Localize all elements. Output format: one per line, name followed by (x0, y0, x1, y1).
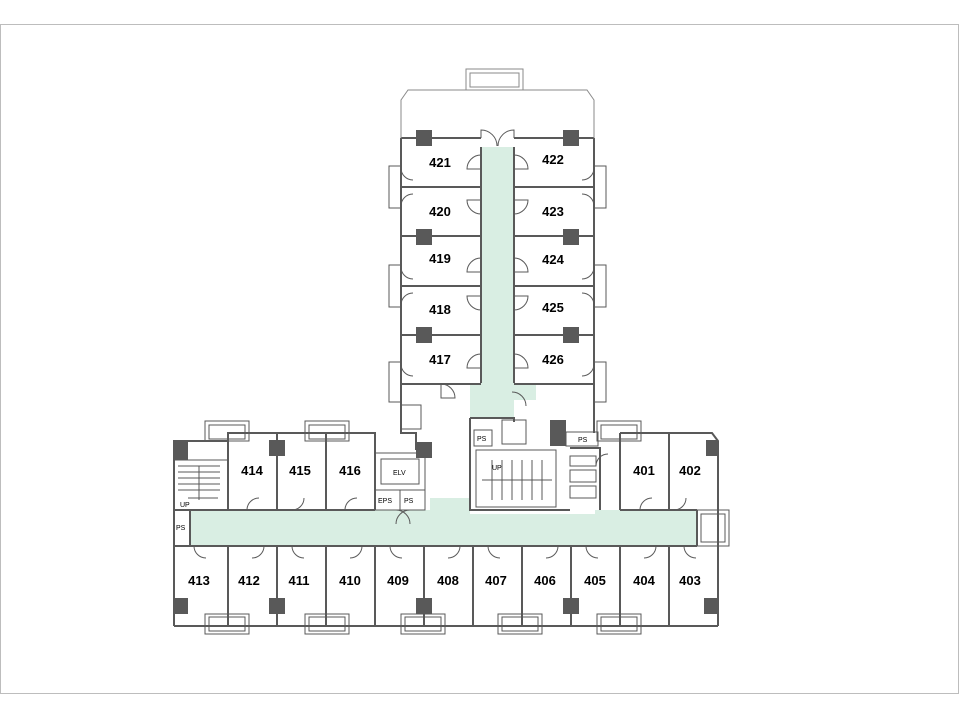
room-422: 422 (542, 152, 564, 167)
room-418: 418 (429, 302, 451, 317)
ps-label-core-west: PS (404, 498, 414, 505)
ps-label-core-north: PS (477, 436, 487, 443)
room-424: 424 (542, 252, 564, 267)
north-doors (440, 129, 529, 407)
room-425: 425 (542, 300, 564, 315)
ps-label-west: PS (176, 525, 186, 532)
room-403: 403 (679, 573, 701, 588)
room-406: 406 (534, 573, 556, 588)
north-balconies (388, 165, 607, 403)
room-419: 419 (429, 251, 451, 266)
room-408: 408 (437, 573, 459, 588)
room-420: 420 (429, 204, 451, 219)
room-402: 402 (679, 463, 701, 478)
ps-label-core-east: PS (578, 437, 588, 444)
room-413: 413 (188, 573, 210, 588)
room-415: 415 (289, 463, 311, 478)
room-421: 421 (429, 155, 451, 170)
core (173, 404, 609, 547)
room-411: 411 (289, 573, 310, 588)
room-416: 416 (339, 463, 361, 478)
room-417: 417 (429, 352, 451, 367)
eps-label: EPS (378, 498, 392, 505)
room-423: 423 (542, 204, 564, 219)
room-426: 426 (542, 352, 564, 367)
room-409: 409 (387, 573, 409, 588)
south-doors (193, 497, 697, 559)
room-410: 410 (339, 573, 361, 588)
room-labels: 421 422 420 423 419 424 418 425 417 426 … (188, 152, 701, 588)
south-balconies (204, 420, 730, 635)
room-401: 401 (633, 463, 655, 478)
room-404: 404 (633, 573, 655, 588)
room-405: 405 (584, 573, 606, 588)
drawing-frame (0, 24, 959, 694)
stair-up-label-west: UP (180, 502, 190, 509)
room-407: 407 (485, 573, 507, 588)
tech-labels: ELV EPS PS PS PS PS UP UP (176, 436, 588, 532)
elevator-label: ELV (393, 470, 406, 477)
north-terrace (400, 68, 595, 138)
room-412: 412 (238, 573, 260, 588)
room-414: 414 (241, 463, 263, 478)
stair-up-label-core: UP (492, 465, 502, 472)
main-block (173, 402, 719, 627)
